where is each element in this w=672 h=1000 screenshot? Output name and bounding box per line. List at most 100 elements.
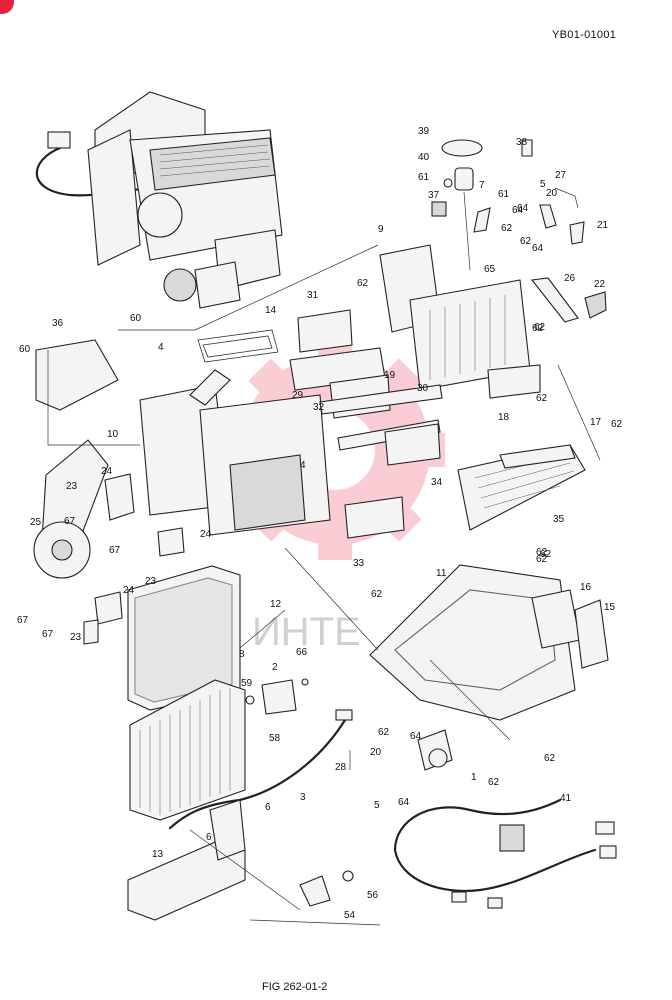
callout-6: 6 — [265, 802, 271, 813]
callout-10: 10 — [107, 429, 119, 440]
callout-64: 64 — [410, 731, 422, 742]
callout-56: 56 — [367, 890, 379, 901]
callout-67: 67 — [109, 545, 121, 556]
callout-24: 24 — [200, 529, 212, 540]
callout-23: 23 — [145, 576, 157, 587]
callout-62: 62 — [611, 419, 623, 430]
callout-11: 11 — [436, 568, 447, 579]
callout-23: 23 — [70, 632, 82, 643]
callout-20: 20 — [546, 188, 558, 199]
callout-7: 7 — [479, 180, 485, 191]
callout-3: 3 — [300, 792, 306, 803]
callout-62: 62 — [536, 393, 548, 404]
wire-harness-drawing — [299, 798, 617, 909]
callout-39: 39 — [418, 126, 430, 137]
callout-5: 5 — [540, 179, 546, 190]
callout-61: 61 — [418, 172, 430, 183]
callout-31: 31 — [307, 290, 319, 301]
callout-62: 62 — [488, 777, 500, 788]
callout-40: 40 — [418, 152, 430, 163]
callout-18: 18 — [498, 412, 510, 423]
callout-62: 62 — [534, 322, 546, 333]
callout-27: 27 — [555, 170, 567, 181]
callout-66: 66 — [296, 647, 308, 658]
callout-64: 64 — [517, 203, 529, 214]
callout-26: 26 — [564, 273, 576, 284]
callout-4: 4 — [158, 342, 164, 353]
duct-left-drawing — [139, 329, 331, 536]
evaporator-drawing — [129, 679, 246, 821]
callout-60: 60 — [130, 313, 142, 324]
callout-62: 62 — [501, 223, 513, 234]
callout-67: 67 — [17, 615, 29, 626]
callout-62: 62 — [520, 236, 532, 247]
assembly-connector — [47, 131, 71, 149]
callout-24: 24 — [123, 585, 135, 596]
heater-assembly-drawing — [35, 91, 283, 309]
callout-64: 64 — [532, 243, 544, 254]
callout-6: 6 — [206, 832, 212, 843]
callout-62: 62 — [532, 323, 544, 334]
callout-62: 62 — [357, 278, 369, 289]
callout-labels: 1234455668910111213141516171819202021222… — [17, 126, 623, 921]
figure-caption: FIG 262-01-2 — [262, 981, 328, 993]
callout-30: 30 — [417, 383, 429, 394]
callout-14: 14 — [265, 305, 277, 316]
callout-64: 64 — [398, 797, 410, 808]
callout-28: 28 — [335, 762, 347, 773]
callout-61: 61 — [498, 189, 510, 200]
callout-62: 62 — [544, 753, 556, 764]
callout-12: 12 — [270, 599, 282, 610]
callout-22: 22 — [594, 279, 606, 290]
callout-41: 41 — [560, 793, 572, 804]
callout-36: 36 — [52, 318, 64, 329]
sensor-group-drawing — [168, 678, 353, 830]
document-id: YB01-01001 — [552, 29, 617, 41]
callout-1: 1 — [471, 772, 477, 783]
callout-67: 67 — [64, 516, 76, 527]
callout-58: 58 — [269, 733, 281, 744]
case-upper-drawing — [379, 244, 541, 399]
bracket-group-left — [33, 339, 185, 645]
callout-33: 33 — [353, 558, 365, 569]
callout-25: 25 — [30, 517, 42, 528]
callout-21: 21 — [597, 220, 609, 231]
heater-core-drawing — [127, 565, 241, 711]
callout-62: 62 — [378, 727, 390, 738]
callout-20: 20 — [370, 747, 382, 758]
watermark-text: ИНТЕ — [252, 610, 361, 654]
callout-8: 8 — [239, 649, 245, 660]
callout-29: 29 — [292, 390, 304, 401]
callout-62: 62 — [371, 589, 383, 600]
callout-54: 54 — [344, 910, 356, 921]
callout-64: 64 — [512, 205, 524, 216]
callout-5: 5 — [374, 800, 380, 811]
callout-38: 38 — [516, 137, 528, 148]
callout-19: 19 — [384, 370, 396, 381]
callout-32: 32 — [313, 402, 325, 413]
callout-62: 62 — [536, 554, 548, 565]
callout-4: 4 — [300, 460, 306, 471]
callout-67: 67 — [42, 629, 54, 640]
case-lower-right-drawing — [369, 564, 609, 771]
leader-lines — [47, 244, 601, 926]
filter-and-doors-drawing — [289, 309, 586, 539]
callout-23: 23 — [66, 481, 78, 492]
callout-35: 35 — [553, 514, 565, 525]
callout-65: 65 — [484, 264, 496, 275]
callout-15: 15 — [604, 602, 616, 613]
actuator-group-top-right — [431, 139, 607, 323]
callout-62: 62 — [540, 549, 552, 560]
callout-13: 13 — [152, 849, 164, 860]
callout-59: 59 — [241, 678, 253, 689]
callout-37: 37 — [428, 190, 440, 201]
callout-17: 17 — [590, 417, 602, 428]
callout-60: 60 — [19, 344, 31, 355]
callout-24: 24 — [101, 466, 113, 477]
callout-2: 2 — [272, 662, 278, 673]
callout-9: 9 — [378, 224, 384, 235]
case-lower-left-drawing — [127, 799, 246, 921]
callout-34: 34 — [431, 477, 443, 488]
callout-16: 16 — [580, 582, 592, 593]
